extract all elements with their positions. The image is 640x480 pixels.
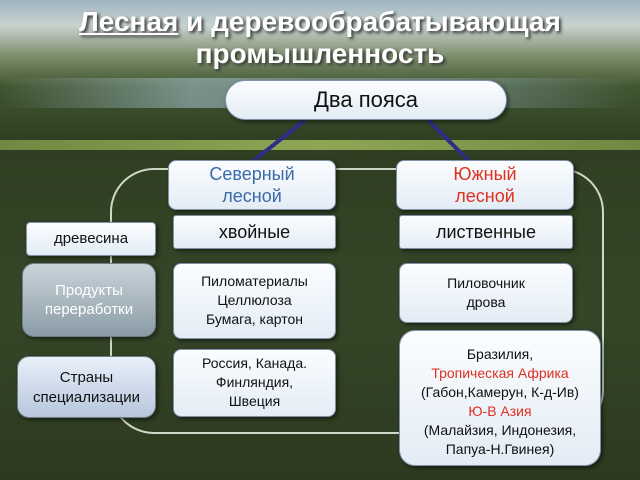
title-line1-rest: и деревообрабатывающая <box>178 6 561 37</box>
south-belt-line1: Южный <box>453 164 517 184</box>
north-belt-line1: Северный <box>209 164 295 184</box>
two-belts-label: Два пояса <box>314 87 418 112</box>
processing-line1: Продукты <box>55 282 123 299</box>
countries-label-line2: специализации <box>33 389 140 406</box>
south-country-2: Тропическая Африка <box>431 365 569 381</box>
south-country-3: (Габон,Камерун, К-д-Ив) <box>421 384 579 400</box>
north-product-3: Бумага, картон <box>206 311 303 327</box>
processing-line2: переработки <box>44 301 134 318</box>
connector-south <box>426 118 472 164</box>
north-belt-line2: лесной <box>222 186 282 206</box>
south-belt-node: Южный лесной <box>396 160 574 210</box>
page-title: Лесная и деревообрабатывающая промышленн… <box>0 6 640 70</box>
north-country-3: Швеция <box>228 393 281 409</box>
wood-label: древесина <box>26 222 156 256</box>
processing-products-label: Продукты переработки <box>22 263 156 337</box>
north-countries-node: Россия, Канада. Финляндия, Швеция <box>173 349 336 417</box>
south-country-5: (Малайзия, Индонезия, <box>423 422 577 438</box>
specialization-countries-label: Страны специализации <box>17 356 156 418</box>
title-word-forest: Лесная <box>79 6 179 37</box>
title-line2: промышленность <box>195 38 445 69</box>
north-type-text: хвойные <box>218 222 291 242</box>
south-products-node: Пиловочник дрова <box>399 263 573 323</box>
south-country-4: Ю-В Азия <box>468 403 532 419</box>
south-product-1: Пиловочник <box>447 275 525 291</box>
north-product-2: Целлюлоза <box>217 292 292 308</box>
north-country-1: Россия, Канада. <box>202 355 307 371</box>
south-countries-node: Бразилия, Тропическая Африка (Габон,Каме… <box>399 330 601 466</box>
connector-north <box>250 118 307 164</box>
wood-label-text: древесина <box>53 230 129 247</box>
north-product-1: Пиломатериалы <box>201 273 308 289</box>
south-product-2: дрова <box>466 294 506 310</box>
two-belts-node: Два пояса <box>225 80 507 120</box>
north-country-2: Финляндия, <box>215 374 294 390</box>
north-belt-node: Северный лесной <box>168 160 336 210</box>
north-products-node: Пиломатериалы Целлюлоза Бумага, картон <box>173 263 336 339</box>
south-country-1: Бразилия, <box>466 346 534 362</box>
south-type-node: лиственные <box>399 215 573 249</box>
south-country-6: Папуа-Н.Гвинея) <box>445 441 555 457</box>
divider-band <box>0 140 640 150</box>
south-belt-line2: лесной <box>455 186 515 206</box>
south-type-text: лиственные <box>435 222 536 242</box>
countries-label-line1: Страны <box>59 369 114 386</box>
north-type-node: хвойные <box>173 215 336 249</box>
